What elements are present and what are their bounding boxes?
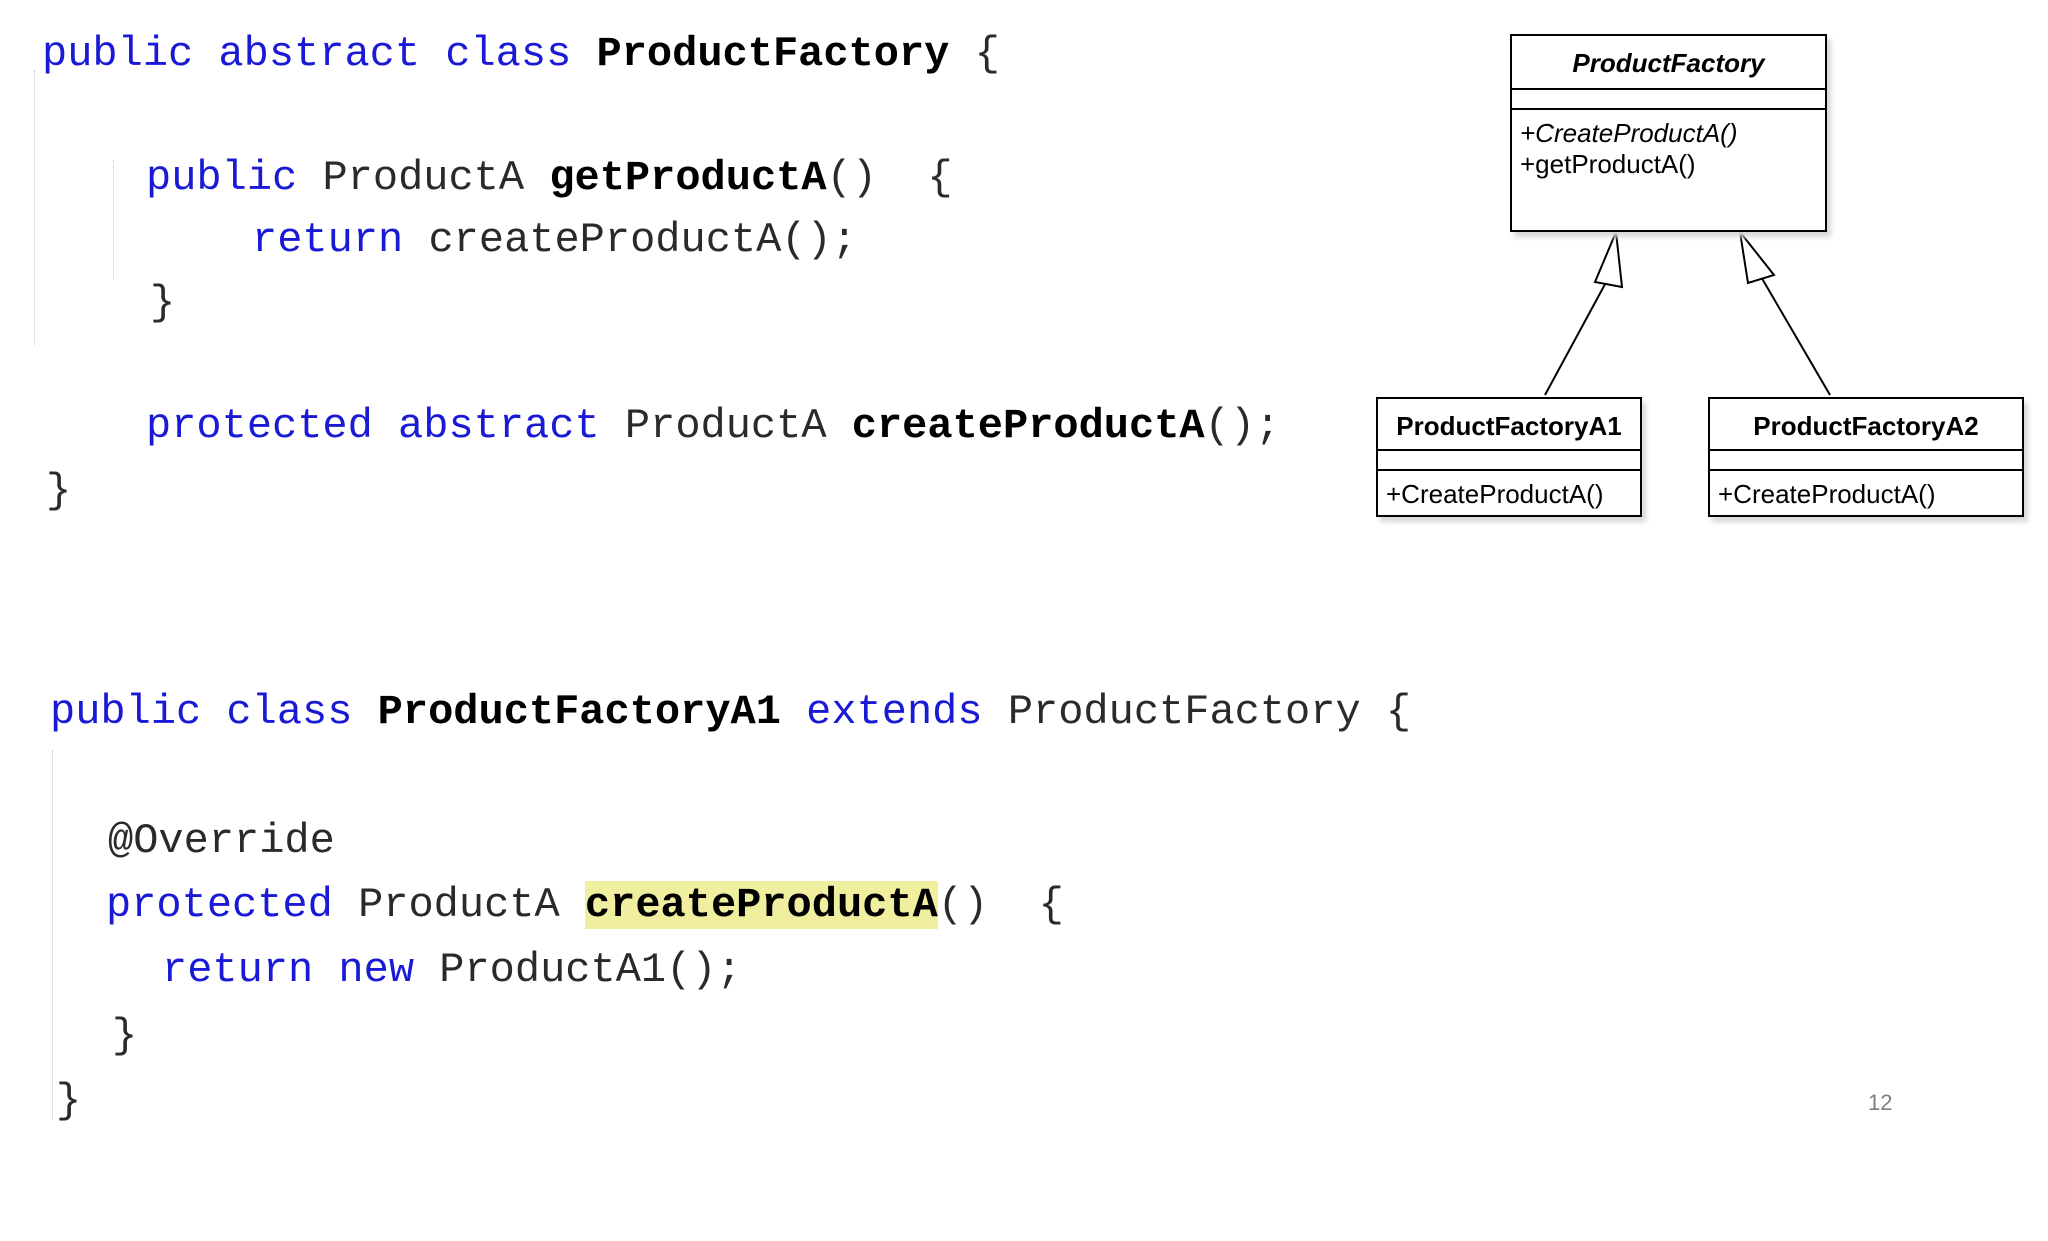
uml-divider: [1710, 449, 2022, 451]
code-keyword: return new: [162, 946, 415, 994]
code-expression: createProductA();: [428, 216, 857, 264]
uml-class-product-factory-a2: ProductFactoryA2 +CreateProductA(): [1708, 397, 2024, 517]
code-class-name: ProductFactoryA1: [377, 688, 781, 736]
uml-inheritance-arrows: [1544, 228, 1831, 396]
code-method-name: createProductA: [851, 402, 1205, 450]
inheritance-line-a1: [1544, 274, 1611, 396]
code-method-name: getProductA: [549, 154, 827, 202]
inheritance-arrowhead-a2: [1738, 228, 1776, 285]
code-method-name-highlighted: createProductA: [584, 881, 938, 929]
indent-guide: [113, 160, 114, 280]
code-line-annotation: @Override: [108, 820, 335, 862]
code-type: ProductA: [358, 881, 560, 929]
uml-method: +CreateProductA(): [1386, 479, 1604, 509]
code-keyword: public abstract class: [42, 30, 572, 78]
inheritance-line-a2: [1759, 274, 1831, 396]
slide-number: 12: [1868, 1090, 1893, 1115]
uml-divider: [1378, 469, 1640, 471]
uml-class-name: ProductFactoryA2: [1753, 411, 1979, 441]
code-type: ProductA: [322, 154, 525, 202]
code-keyword: public: [146, 154, 298, 202]
code-punctuation: ();: [1204, 402, 1281, 450]
uml-class-diagram: ProductFactory +CreateProductA() +getPro…: [1370, 25, 2040, 535]
code-punctuation: () {: [826, 154, 953, 202]
uml-divider: [1512, 108, 1825, 110]
uml-class-name: ProductFactory: [1572, 48, 1765, 78]
code-punctuation: {: [974, 30, 1000, 78]
uml-method: +CreateProductA(): [1718, 479, 1936, 509]
uml-method: +CreateProductA(): [1520, 118, 1738, 148]
code-keyword: protected: [106, 881, 333, 929]
code-keyword: return: [252, 216, 404, 264]
code-type: ProductA: [624, 402, 827, 450]
code-line-abstract-method: protected abstract ProductA createProduc…: [146, 405, 1280, 447]
code-line-return-statement: return new ProductA1();: [162, 949, 742, 991]
code-class-name: ProductFactory: [596, 30, 950, 78]
code-line-return-statement: return createProductA();: [252, 219, 857, 261]
uml-method: +getProductA(): [1520, 149, 1696, 179]
code-keyword: protected abstract: [146, 402, 600, 450]
code-annotation: @Override: [108, 817, 335, 865]
code-block-product-factory-a1: public class ProductFactoryA1 extends Pr…: [0, 650, 1600, 1150]
code-type: ProductFactory: [1007, 688, 1361, 736]
code-line-method-get-product: public ProductA getProductA() {: [146, 157, 953, 199]
uml-class-product-factory-a1: ProductFactoryA1 +CreateProductA(): [1376, 397, 1642, 517]
code-block-product-factory: public abstract class ProductFactory { p…: [0, 0, 1360, 520]
uml-class-name: ProductFactoryA1: [1396, 411, 1622, 441]
code-line-class-declaration: public abstract class ProductFactory {: [42, 33, 1000, 75]
code-punctuation: }: [46, 467, 72, 515]
code-line-class-declaration: public class ProductFactoryA1 extends Pr…: [50, 691, 1411, 733]
code-line-close-brace: }: [150, 282, 175, 324]
uml-class-product-factory: ProductFactory +CreateProductA() +getPro…: [1510, 34, 1827, 232]
code-punctuation: }: [112, 1012, 138, 1060]
uml-divider: [1512, 88, 1825, 90]
code-expression: ProductA1();: [439, 946, 742, 994]
code-punctuation: {: [1385, 688, 1412, 736]
code-line-close-brace: }: [56, 1080, 81, 1122]
indent-guide: [34, 70, 35, 346]
uml-divider: [1378, 449, 1640, 451]
code-keyword: public class: [50, 688, 353, 736]
code-line-close-brace: }: [112, 1015, 137, 1057]
indent-guide: [52, 750, 53, 1120]
code-punctuation: }: [56, 1077, 82, 1125]
code-keyword: extends: [806, 688, 983, 736]
inheritance-arrowhead-a1: [1593, 228, 1624, 289]
code-line-method-create-product: protected ProductA createProductA() {: [106, 881, 1064, 929]
code-line-close-brace: }: [46, 470, 71, 512]
code-punctuation: }: [150, 279, 176, 327]
uml-divider: [1710, 469, 2022, 471]
code-punctuation: () {: [937, 881, 1064, 929]
